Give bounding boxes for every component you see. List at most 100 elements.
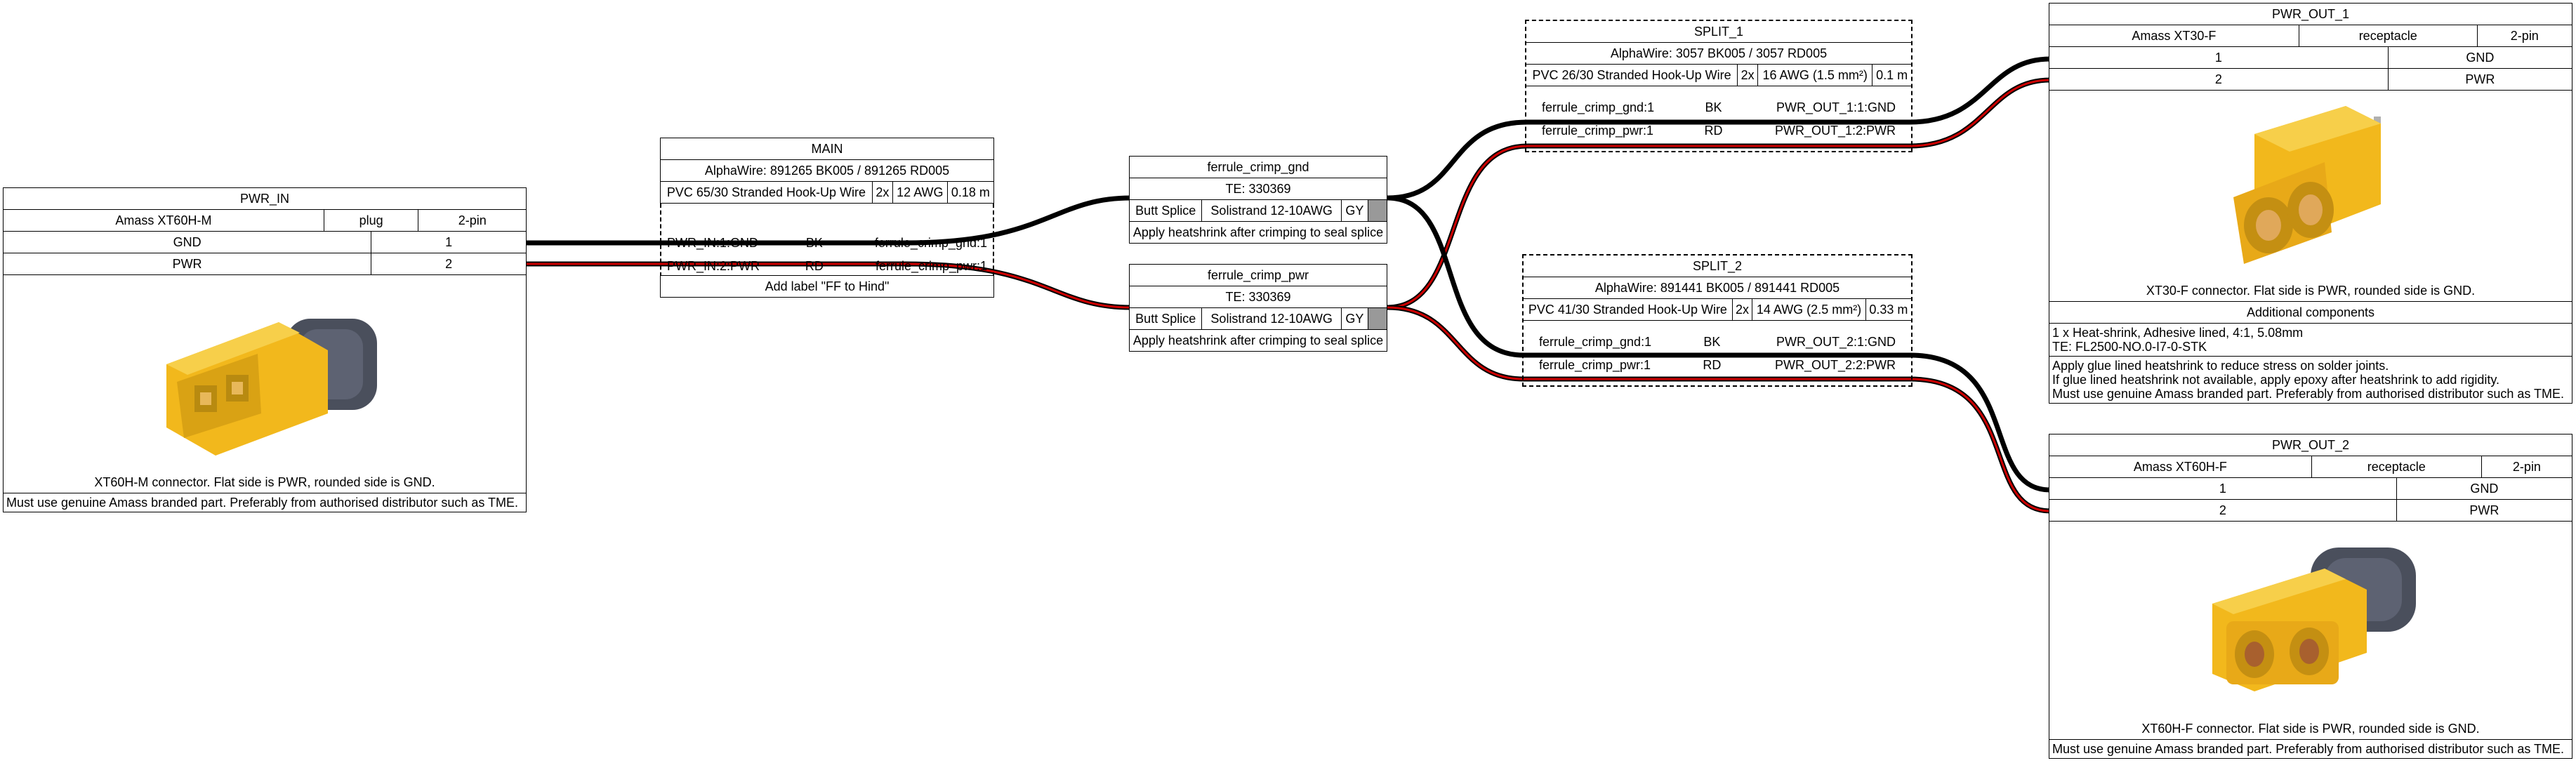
cable-type: PVC 41/30 Stranded Hook-Up Wire: [1524, 298, 1733, 321]
splice-note: Apply heatshrink after crimping to seal …: [1129, 221, 1387, 244]
connector-part: Amass XT60H-M: [3, 209, 324, 232]
wire-to: PWR_OUT_1:2:PWR: [1774, 124, 1896, 138]
wire-to: ferrule_crimp_gnd:1: [874, 236, 987, 250]
xt30-f-connector-image: [2233, 106, 2381, 264]
wire-to: PWR_OUT_1:1:GND: [1776, 100, 1896, 114]
splice-title: ferrule_crimp_pwr: [1129, 264, 1387, 286]
connector-pwr-out-2[interactable]: PWR_OUT_2 Amass XT60H-F receptacle 2-pin…: [2049, 434, 2573, 759]
wire-color: BK: [1705, 100, 1722, 114]
cable-length: 0.18 m: [946, 181, 995, 204]
color-swatch: [1368, 199, 1387, 222]
pin-label: PWR: [2396, 499, 2573, 522]
cable-mpn: AlphaWire: 891265 BK005 / 891265 RD005: [660, 159, 994, 182]
connector-type: plug: [323, 209, 419, 232]
splice-note: Apply heatshrink after crimping to seal …: [1129, 329, 1387, 352]
pin-label: GND: [2396, 477, 2573, 500]
wire-from: PWR_IN:1:GND: [667, 236, 759, 250]
connector-note: Must use genuine Amass branded part. Pre…: [2049, 739, 2572, 759]
pin-number: 2: [2049, 68, 2389, 91]
splice-color: GY: [1340, 199, 1369, 222]
connector-caption: XT60H-M connector. Flat side is PWR, rou…: [3, 472, 527, 493]
splice-pn: TE: 330369: [1129, 286, 1387, 308]
cable-gauge: 14 AWG (2.5 mm²): [1752, 298, 1866, 321]
cable-label-note: Add label "FF to Hind": [660, 275, 994, 298]
splice-ferrule-crimp-gnd[interactable]: ferrule_crimp_gnd TE: 330369 Butt Splice…: [1128, 156, 1387, 244]
cable-type: PVC 26/30 Stranded Hook-Up Wire: [1526, 64, 1738, 86]
connector-type: receptacle: [2298, 25, 2478, 47]
wire-split2-gnd: [1387, 195, 2051, 493]
connector-title: PWR_OUT_2: [2049, 434, 2572, 456]
connector-notes: Apply glue lined heatshrink to reduce st…: [2049, 356, 2572, 404]
wire-color: BK: [805, 236, 823, 250]
color-swatch: [1368, 307, 1387, 330]
connector-pwr-out-1[interactable]: PWR_OUT_1 Amass XT30-F receptacle 2-pin …: [2049, 3, 2573, 404]
cable-mpn: AlphaWire: 891441 BK005 / 891441 RD005: [1524, 277, 1911, 299]
cable-gauge: 16 AWG (1.5 mm²): [1757, 64, 1873, 86]
wire-split1-pwr: [1387, 77, 2051, 310]
splice-title: ferrule_crimp_gnd: [1129, 156, 1387, 178]
connector-pins: 2-pin: [2481, 456, 2573, 478]
wire-from: ferrule_crimp_gnd:1: [1539, 335, 1652, 349]
cable-count: 2x: [1731, 298, 1753, 321]
cable-frame: SPLIT_2 AlphaWire: 891441 BK005 / 891441…: [1522, 254, 1913, 387]
wire-color: RD: [1704, 124, 1723, 138]
connector-pins: 2-pin: [418, 209, 527, 232]
pin-number: 2: [2049, 499, 2397, 522]
wire-to: PWR_OUT_2:2:PWR: [1774, 358, 1896, 372]
cable-type: PVC 65/30 Stranded Hook-Up Wire: [660, 181, 873, 204]
connector-caption: XT60H-F connector. Flat side is PWR, rou…: [2049, 718, 2572, 740]
cable-title: SPLIT_2: [1524, 256, 1911, 277]
pin-label: GND: [2, 231, 372, 253]
cable-count: 2x: [871, 181, 893, 204]
connector-title: PWR_OUT_1: [2049, 3, 2572, 25]
splice-ferrule-crimp-pwr[interactable]: ferrule_crimp_pwr TE: 330369 Butt Splice…: [1128, 264, 1387, 352]
cable-length: 0.1 m: [1872, 64, 1911, 86]
wire-color: BK: [1703, 335, 1721, 349]
connector-image-cell: [2049, 521, 2572, 718]
pin-number: 1: [2049, 477, 2397, 500]
connector-title: PWR_IN: [3, 187, 527, 210]
note-line: If glue lined heatshrink not available, …: [2052, 373, 2500, 387]
splice-color: GY: [1340, 307, 1369, 330]
cable-gauge: 12 AWG: [892, 181, 948, 204]
wire-from: ferrule_crimp_pwr:1: [1542, 124, 1654, 138]
connector-part: Amass XT60H-F: [2049, 456, 2312, 478]
splice-size: Solistrand 12-10AWG: [1201, 307, 1342, 330]
additional-components-title: Additional components: [2049, 301, 2572, 324]
connector-pins: 2-pin: [2476, 25, 2573, 47]
pin-number: 1: [371, 231, 527, 253]
wire-from: ferrule_crimp_pwr:1: [1539, 358, 1651, 372]
wire-main-gnd: [525, 195, 1131, 246]
connector-pwr-in[interactable]: PWR_IN Amass XT60H-M plug 2-pin GND 1 PW…: [2, 187, 527, 512]
additional-line: 1 x Heat-shrink, Adhesive lined, 4:1, 5.…: [2052, 326, 2304, 340]
xt60h-f-connector-image: [2212, 548, 2416, 691]
cable-split-1[interactable]: SPLIT_1 AlphaWire: 3057 BK005 / 3057 RD0…: [1525, 20, 1913, 152]
connector-image-cell: [3, 274, 527, 472]
cable-frame: SPLIT_1 AlphaWire: 3057 BK005 / 3057 RD0…: [1525, 20, 1913, 152]
pin-number: 2: [371, 253, 527, 275]
note-line: Must use genuine Amass branded part. Pre…: [2052, 387, 2565, 401]
cable-count: 2x: [1737, 64, 1759, 86]
connector-caption: XT30-F connector. Flat side is PWR, roun…: [2049, 280, 2572, 302]
splice-type: Butt Splice: [1128, 307, 1203, 330]
pin-label: PWR: [2, 253, 372, 275]
wire-to: PWR_OUT_2:1:GND: [1776, 335, 1896, 349]
cable-wires: PWR_IN:1:GND BK ferrule_crimp_gnd:1 PWR_…: [660, 204, 994, 277]
wire-main-pwr: [525, 261, 1131, 310]
cable-title: SPLIT_1: [1526, 21, 1911, 43]
splice-size: Solistrand 12-10AWG: [1201, 199, 1342, 222]
wire-split2-pwr: [1387, 305, 2051, 514]
cable-split-2[interactable]: SPLIT_2 AlphaWire: 891441 BK005 / 891441…: [1522, 254, 1913, 387]
pin-label: PWR: [2387, 68, 2573, 91]
xt60h-m-connector-image: [166, 319, 377, 456]
cable-title: MAIN: [660, 138, 994, 160]
additional-components: 1 x Heat-shrink, Adhesive lined, 4:1, 5.…: [2049, 323, 2572, 357]
connector-note: Must use genuine Amass branded part. Pre…: [3, 493, 527, 512]
cable-main[interactable]: MAIN AlphaWire: 891265 BK005 / 891265 RD…: [660, 138, 995, 298]
note-line: Apply glue lined heatshrink to reduce st…: [2052, 359, 2389, 373]
additional-line: TE: FL2500-NO.0-I7-0-STK: [2052, 340, 2207, 354]
wire-from: PWR_IN:2:PWR: [667, 259, 760, 273]
splice-pn: TE: 330369: [1129, 178, 1387, 200]
connector-part: Amass XT30-F: [2049, 25, 2299, 47]
